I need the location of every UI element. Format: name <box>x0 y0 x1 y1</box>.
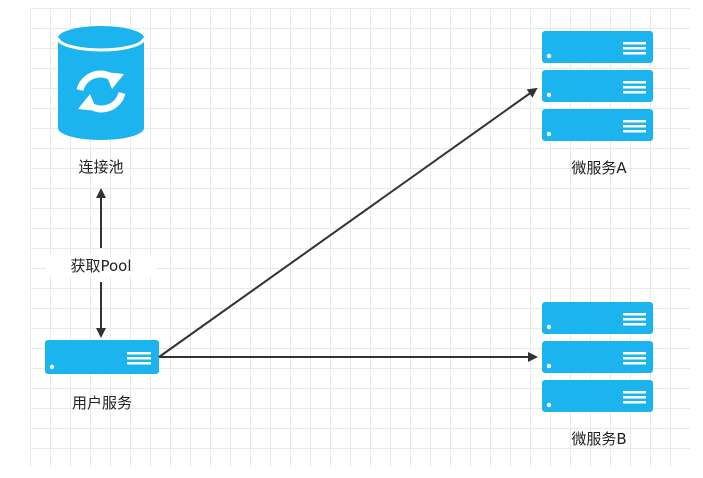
user-service-server-icon[interactable] <box>45 340 159 374</box>
edge-label-get-pool: 获取Pool <box>46 255 156 276</box>
server-unit <box>542 341 653 373</box>
service-b-label: 微服务B <box>571 430 627 448</box>
server-unit <box>542 302 653 334</box>
server-unit <box>542 109 653 141</box>
edge-user-to-service-a <box>158 87 538 358</box>
database-sync-icon[interactable] <box>56 26 146 140</box>
service-a-label: 微服务A <box>571 159 627 177</box>
service-b-server-stack-icon[interactable] <box>542 302 653 412</box>
service-a-server-stack-icon[interactable] <box>542 31 653 141</box>
server-unit <box>542 380 653 412</box>
server-unit <box>542 70 653 102</box>
pool-label: 连接池 <box>78 158 124 176</box>
server-unit <box>542 31 653 63</box>
user-service-label: 用户服务 <box>71 394 132 412</box>
